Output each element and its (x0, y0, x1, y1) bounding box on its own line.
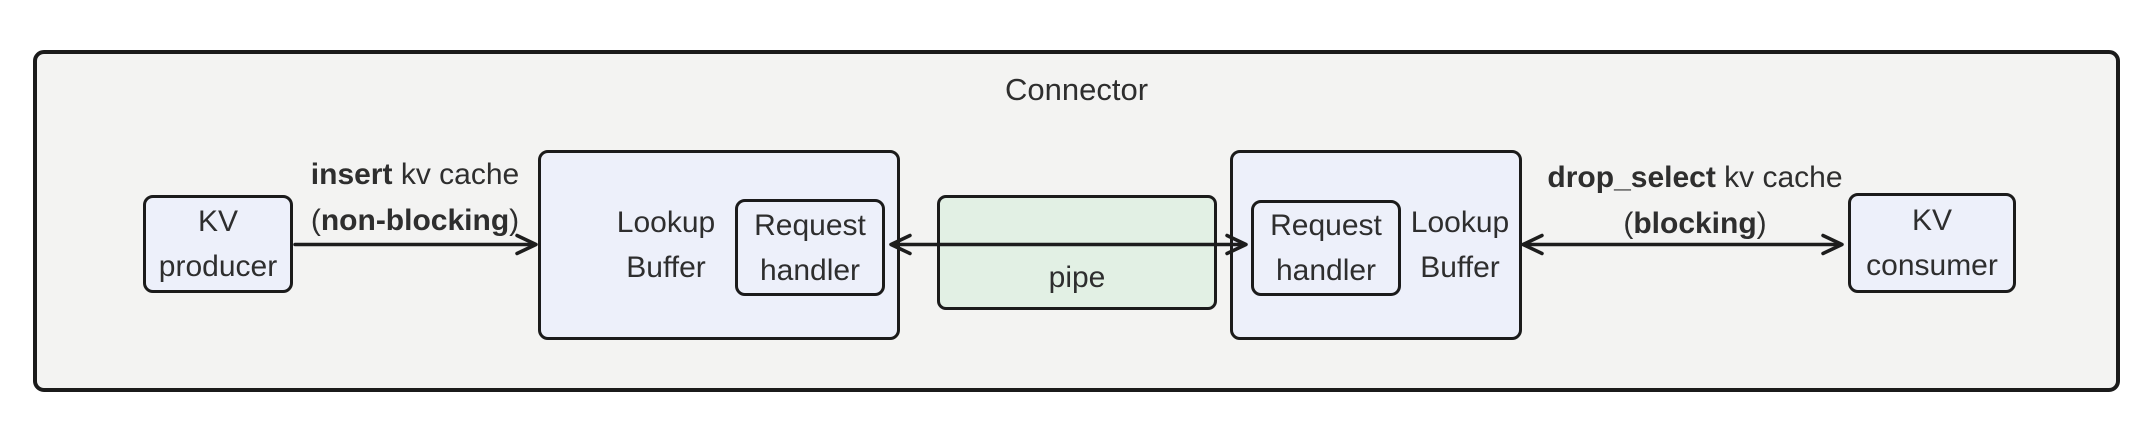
insert-edge-label: insert kv cache (non-blocking) (265, 152, 565, 244)
insert-paren-close: ) (509, 204, 520, 237)
lookup-buffer-right-label-wrap: Lookup Buffer (1401, 153, 1519, 337)
insert-mode: non-blocking (320, 204, 510, 237)
request-handler-left-node: Request handler (735, 199, 885, 296)
lookup-buffer-left-label: Lookup Buffer (616, 206, 716, 284)
drop-select-paren-close: ) (1756, 207, 1767, 240)
request-handler-right-label: Request handler (1270, 209, 1382, 287)
lookup-buffer-right-node: Request handler Lookup Buffer (1230, 150, 1522, 340)
insert-edge-label-line2: (non-blocking) (265, 198, 565, 244)
drop-select-edge-label-line1: drop_select kv cache (1540, 155, 1850, 201)
request-handler-left-label: Request handler (754, 208, 866, 287)
lookup-buffer-right-label: Lookup Buffer (1410, 206, 1510, 284)
lookup-buffer-left-label-wrap: Lookup Buffer (581, 153, 751, 337)
connector-title: Connector (1004, 72, 1149, 107)
pipe-node: pipe (937, 195, 1217, 310)
drop-select-verb: drop_select (1547, 161, 1716, 194)
drop-select-edge-label-line2: (blocking) (1540, 201, 1850, 247)
lookup-buffer-left-node: Lookup Buffer Request handler (538, 150, 900, 340)
drop-select-object: kv cache (1715, 161, 1843, 194)
insert-edge-label-line1: insert kv cache (265, 152, 565, 198)
pipe-label: pipe (1048, 261, 1106, 294)
drop-select-paren-open: ( (1623, 207, 1634, 240)
insert-verb: insert (310, 158, 393, 191)
drop-select-mode: blocking (1633, 207, 1757, 240)
kv-consumer-node: KV consumer (1848, 193, 2016, 293)
insert-paren-open: ( (310, 204, 321, 237)
kv-producer-label: KV producer (158, 205, 278, 283)
request-handler-right-node: Request handler (1251, 200, 1401, 296)
insert-object: kv cache (392, 158, 520, 191)
drop-select-edge-label: drop_select kv cache (blocking) (1540, 155, 1850, 247)
kv-consumer-label: KV consumer (1866, 204, 1998, 282)
kv-producer-node: KV producer (143, 195, 293, 293)
